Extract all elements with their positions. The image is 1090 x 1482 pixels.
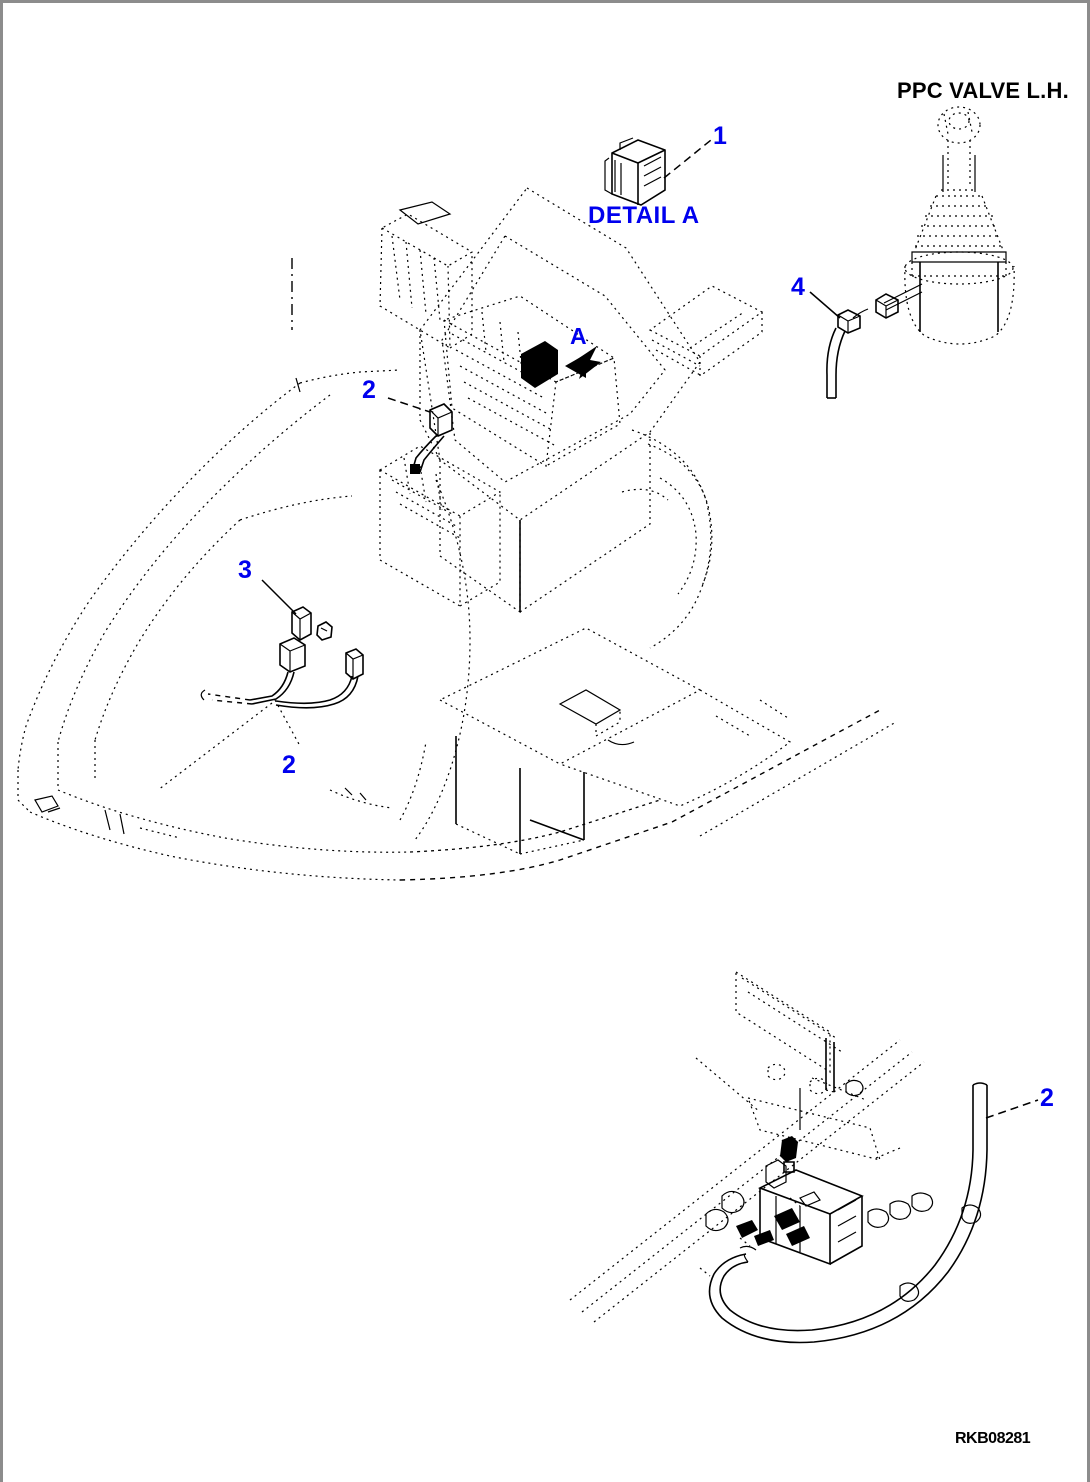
floor-harness-drawing: [157, 579, 364, 791]
valve-assembly-drawing: [569, 970, 1039, 1344]
detail-a-title: DETAIL A: [588, 202, 700, 229]
console-drawing: [291, 187, 897, 855]
ppc-valve-lh-drawing: [809, 106, 1015, 399]
ppc-valve-title: PPC VALVE L.H.: [897, 78, 1069, 103]
callout-number-4: 4: [791, 273, 805, 301]
section-a-label: A: [570, 323, 587, 349]
callout-number-2-valve: 2: [1040, 1084, 1054, 1112]
callout-number-2-floor: 2: [282, 751, 296, 779]
callout-number-2-console: 2: [362, 376, 376, 404]
callout-number-3: 3: [238, 556, 252, 584]
drawing-code-label: RKB08281: [955, 1430, 1031, 1447]
detail-a-switch-drawing: [604, 137, 712, 206]
callout-number-1: 1: [713, 122, 727, 150]
cab-outline-drawing: [17, 369, 673, 881]
